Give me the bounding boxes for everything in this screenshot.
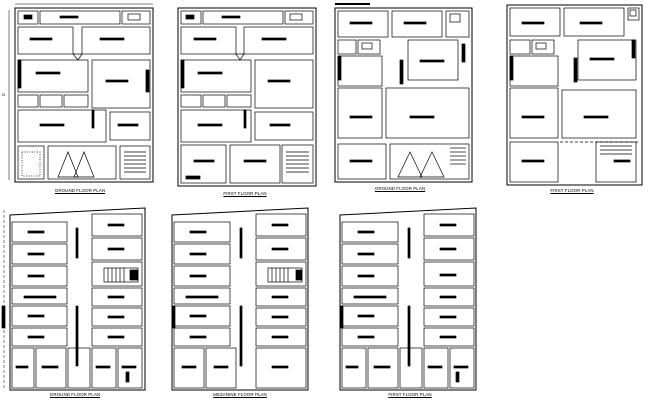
plan-ground-floor-5 (1, 207, 146, 391)
plan-title-first-floor-2: FIRST FLOOR PLAN (223, 191, 267, 196)
plan-ground-floor-3 (334, 3, 473, 183)
plan-first-floor-7 (339, 207, 477, 391)
plan-mezzanine-floor-6 (171, 207, 309, 391)
plan-title-mezzanine-floor-6: MEZANINE FLOOR PLAN (213, 392, 267, 397)
plan-title-first-floor-4: FIRST FLOOR PLAN (550, 188, 594, 193)
plan-first-floor-2 (177, 7, 317, 187)
plan-title-ground-floor-1: GROUND FLOOR PLAN (54, 188, 106, 193)
side-dimension-note: N (2, 92, 5, 97)
plan-title-ground-floor-3: GROUND FLOOR PLAN (374, 186, 426, 191)
plan-title-first-floor-7: FIRST FLOOR PLAN (388, 392, 432, 397)
plan-first-floor-4 (506, 4, 643, 186)
plan-ground-floor-1 (8, 3, 154, 183)
plan-title-ground-floor-5: GROUND FLOOR PLAN (49, 392, 101, 397)
